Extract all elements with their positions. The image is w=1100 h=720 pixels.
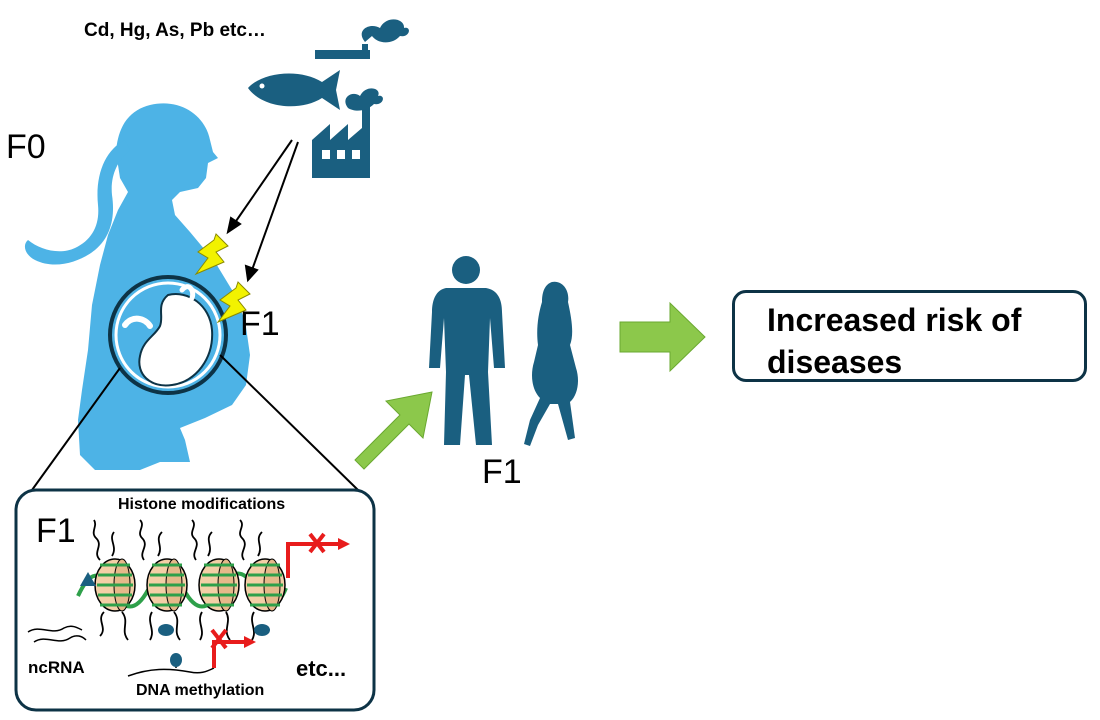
green-arrow-right [619,301,706,373]
adult-woman-silhouette [524,281,578,446]
dna-methylation-icon [127,628,256,677]
green-arrow-up [354,391,433,470]
chimney-pipe-icon [315,19,409,59]
exposure-arrows [226,139,299,283]
factory-icon [312,88,383,178]
outcome-box: Increased risk of diseases [732,290,1087,382]
histone-tails [92,519,263,641]
exposure-metals-label: Cd, Hg, As, Pb etc… [84,20,266,41]
generation-label-f1-inset: F1 [36,512,76,550]
outcome-text: Increased risk of diseases [767,302,1022,380]
epigenetics-inset-box [14,488,376,712]
adult-man-silhouette [429,256,505,445]
ncrna-label: ncRNA [28,658,85,677]
generation-label-f1-fetus: F1 [240,305,280,343]
etc-label: etc... [296,656,347,681]
lightning-icon [194,233,251,324]
womb-inset [108,275,228,395]
fetus-shape [138,293,214,387]
nucleosome-row [94,558,286,612]
fish-icon [248,70,340,110]
ncrna-icon [27,625,87,643]
histone-modifications-label: Histone modifications [118,496,286,513]
histone-mark-icons [80,572,270,636]
generation-label-f0: F0 [6,128,46,166]
dna-methylation-label: DNA methylation [136,682,265,699]
generation-label-f1-adults: F1 [482,453,522,491]
zoom-line-right [219,354,359,491]
transcription-blocked-icon [286,532,350,578]
zoom-line-left [31,367,121,491]
